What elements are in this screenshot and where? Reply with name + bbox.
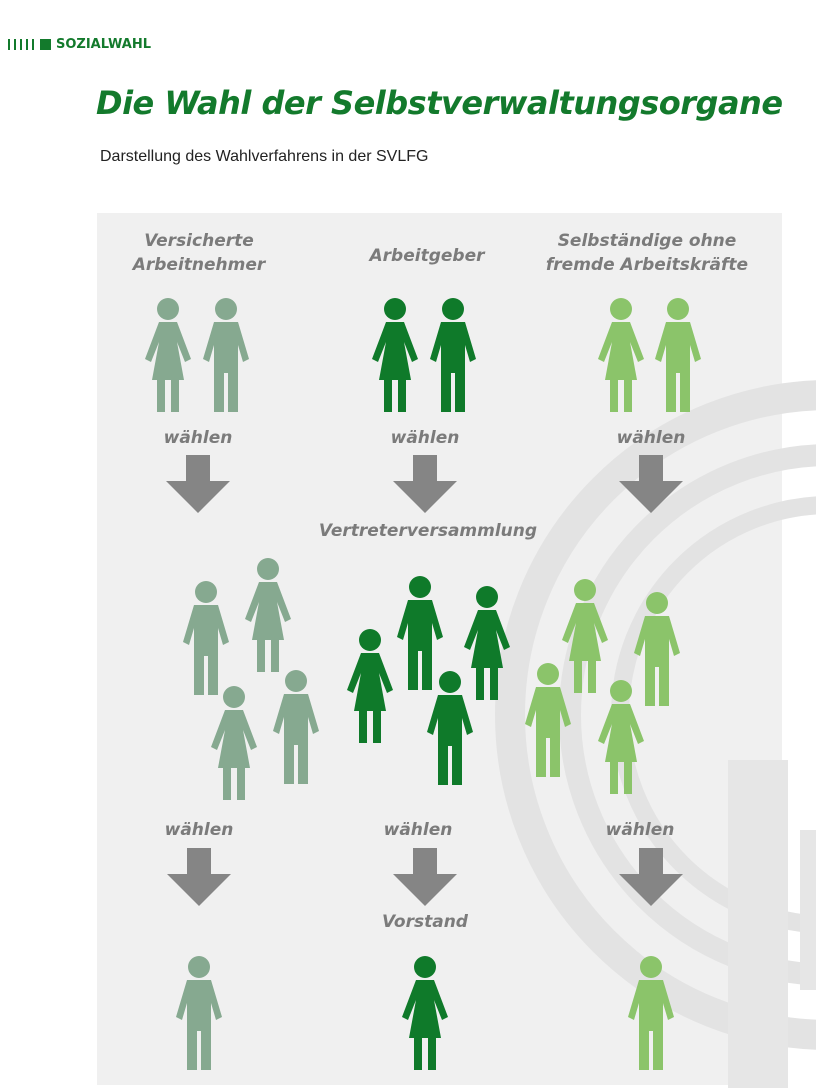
group-label-selbstaendige: Selbständige ohne fremde Arbeitskräfte [545,231,749,275]
man-figure-selbstaendige [653,297,703,412]
section-tag: SOZIALWAHL [8,35,151,53]
waehlen-label: wählen [390,428,460,448]
down-arrow-icon [393,455,457,513]
waehlen-label: wählen [383,820,453,840]
man-figure-versicherte [181,580,231,695]
group-label-arbeitgeber: Arbeitgeber [369,246,485,266]
woman-figure-arbeitgeber [370,297,420,412]
page-subtitle: Darstellung des Wahlverfahrens in der SV… [100,148,429,165]
woman-figure-versicherte [243,557,293,672]
waehlen-label: wählen [164,820,234,840]
woman-figure-versicherte [143,297,193,412]
down-arrow-icon [619,455,683,513]
man-figure-selbstaendige [523,662,573,777]
man-figure-versicherte [201,297,251,412]
page-title: Die Wahl der Selbstverwaltungsorgane [96,84,783,122]
waehlen-label: wählen [616,428,686,448]
man-figure-selbstaendige [626,955,676,1070]
woman-figure-selbstaendige [596,297,646,412]
woman-figure-versicherte [209,685,259,800]
man-figure-versicherte [174,955,224,1070]
woman-figure-selbstaendige [596,679,646,794]
woman-figure-arbeitgeber [345,628,395,743]
down-arrow-icon [393,848,457,906]
woman-figure-arbeitgeber [400,955,450,1070]
board-label: Vorstand [382,912,468,932]
group-label-versicherte: Versicherte Arbeitnehmer [132,231,266,275]
waehlen-label: wählen [605,820,675,840]
man-figure-versicherte [271,669,321,784]
down-arrow-icon [167,848,231,906]
square-icon [40,38,51,50]
waehlen-label: wählen [163,428,233,448]
assembly-label: Vertreterversammlung [318,521,538,541]
down-arrow-icon [166,455,230,513]
section-tag-label: SOZIALWAHL [56,36,151,52]
man-figure-arbeitgeber [428,297,478,412]
man-figure-arbeitgeber [425,670,475,785]
down-arrow-icon [619,848,683,906]
